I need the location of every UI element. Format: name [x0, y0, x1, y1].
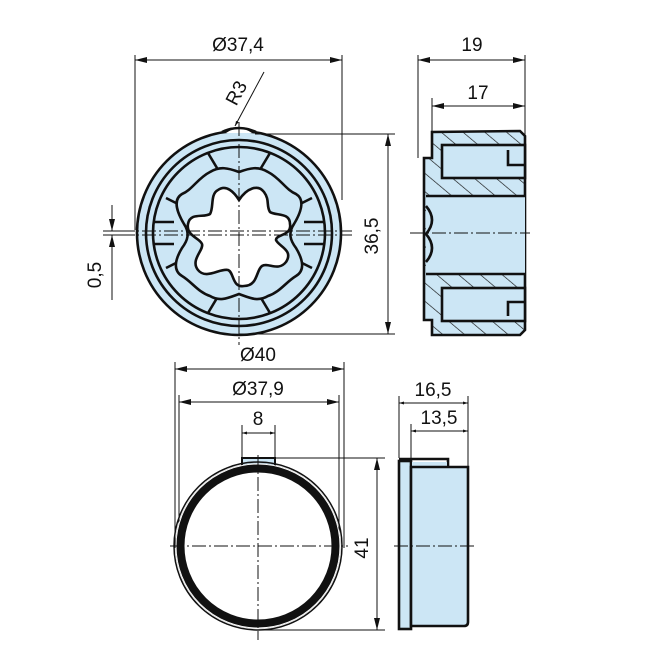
- dim-body-length: 13,5: [421, 408, 458, 429]
- dim-key-width: 8: [253, 409, 264, 430]
- dim-height: 41: [352, 537, 373, 558]
- adapter-front-view: Ø37,4 R3 0,5: [85, 35, 395, 345]
- dim-outer-diameter: Ø37,4: [212, 35, 264, 56]
- ring-side-view: 16,5 13,5: [394, 380, 474, 631]
- adapter-side-section: 19 17: [410, 35, 530, 337]
- dim-flange-diameter: Ø40: [240, 345, 276, 366]
- upper-pocket: [440, 143, 527, 180]
- dim-offset: 0,5: [85, 262, 106, 288]
- dim-height: 36,5: [362, 218, 383, 255]
- dim-outer-diameter: Ø37,9: [232, 379, 284, 400]
- ring-front-view: Ø40 Ø37,9 8 41: [170, 345, 385, 640]
- lower-pocket: [440, 286, 527, 323]
- dim-total-length: 19: [461, 35, 482, 56]
- dim-total-length: 16,5: [415, 380, 452, 401]
- radius-leader: [234, 71, 265, 127]
- dim-radius: R3: [222, 78, 252, 109]
- dim-body-length: 17: [467, 83, 488, 104]
- flange: [397, 459, 413, 631]
- bore: [426, 196, 525, 274]
